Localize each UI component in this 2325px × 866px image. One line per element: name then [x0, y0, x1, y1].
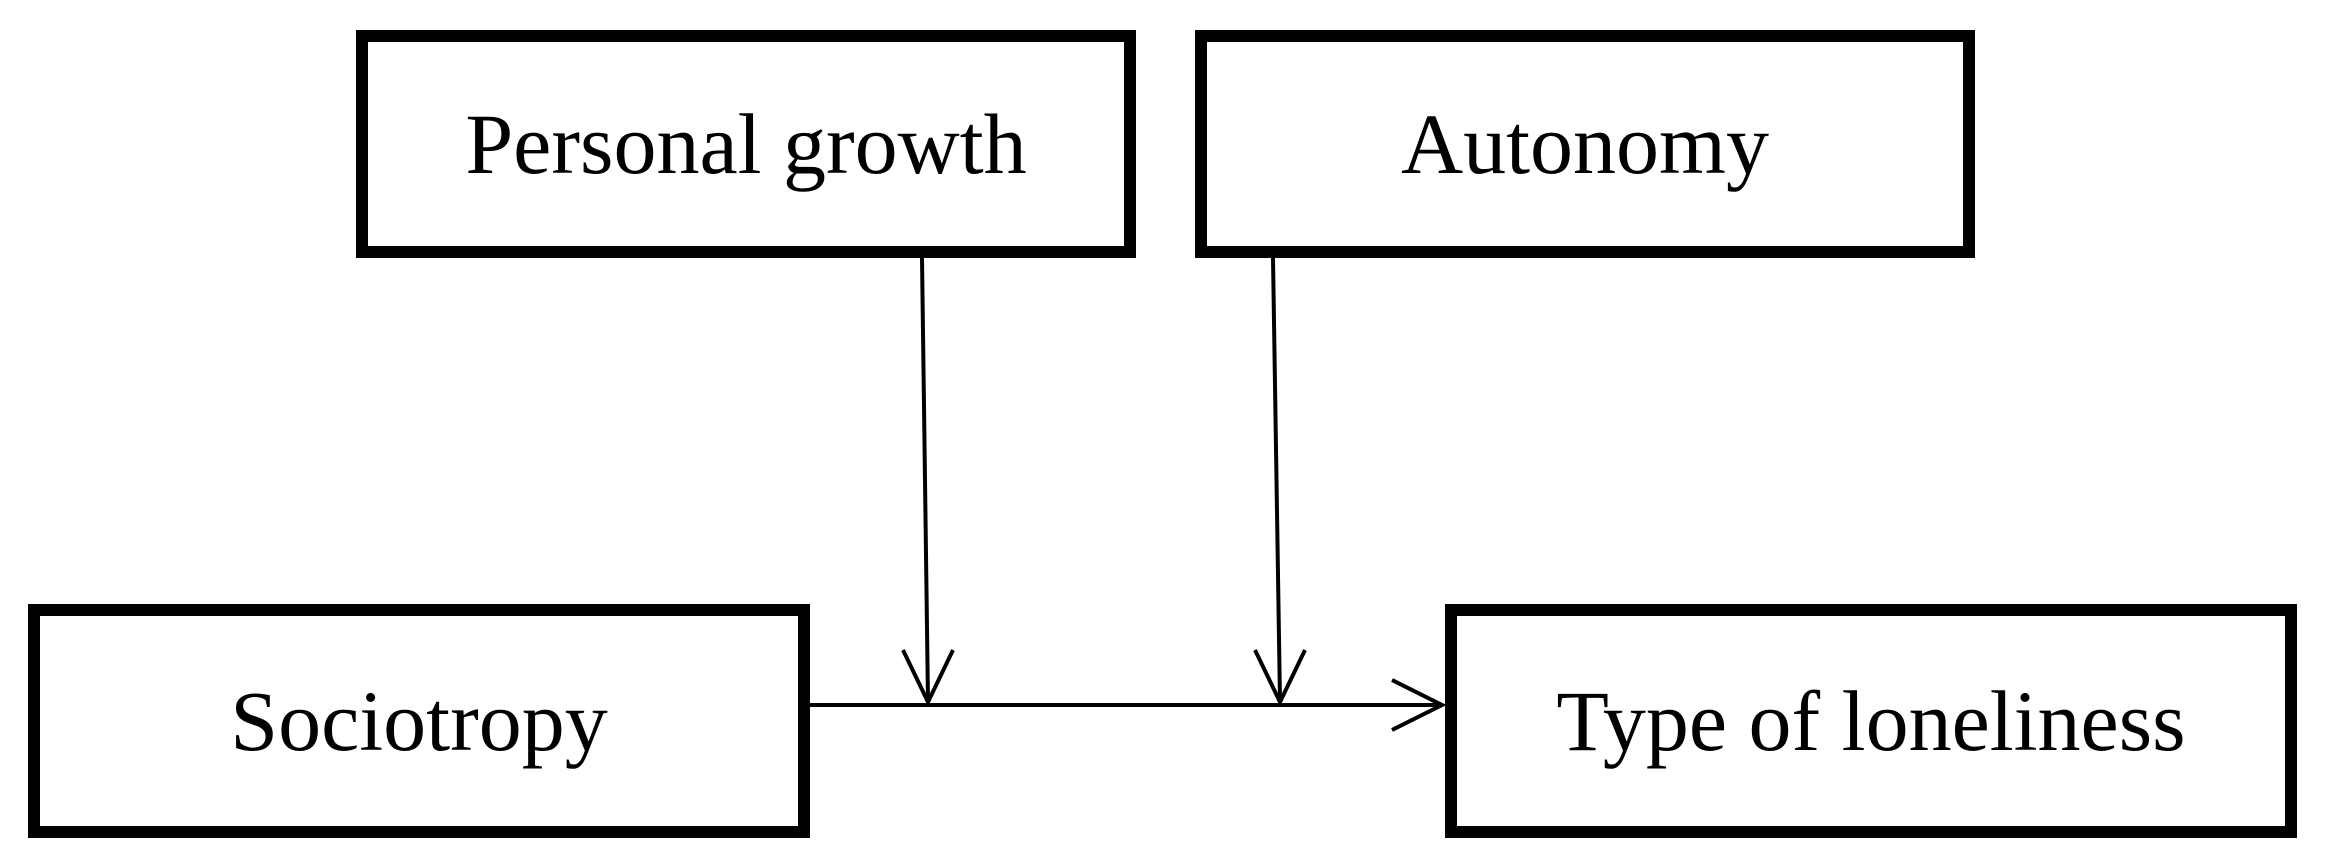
node-sociotropy: Sociotropy	[28, 604, 810, 838]
node-personal-growth: Personal growth	[356, 30, 1136, 258]
node-label-personal-growth: Personal growth	[465, 96, 1027, 192]
node-label-autonomy: Autonomy	[1401, 96, 1769, 192]
arrowhead-personal-growth	[901, 649, 955, 707]
arrow-personal-growth-to-path	[920, 257, 930, 703]
arrow-autonomy-to-path	[1271, 257, 1282, 703]
arrowhead-autonomy	[1253, 649, 1307, 707]
node-label-sociotropy: Sociotropy	[230, 673, 608, 769]
node-type-of-loneliness: Type of loneliness	[1445, 604, 2297, 838]
node-label-type-of-loneliness: Type of loneliness	[1556, 673, 2186, 769]
arrowhead-loneliness	[1391, 678, 1447, 732]
node-autonomy: Autonomy	[1195, 30, 1975, 258]
